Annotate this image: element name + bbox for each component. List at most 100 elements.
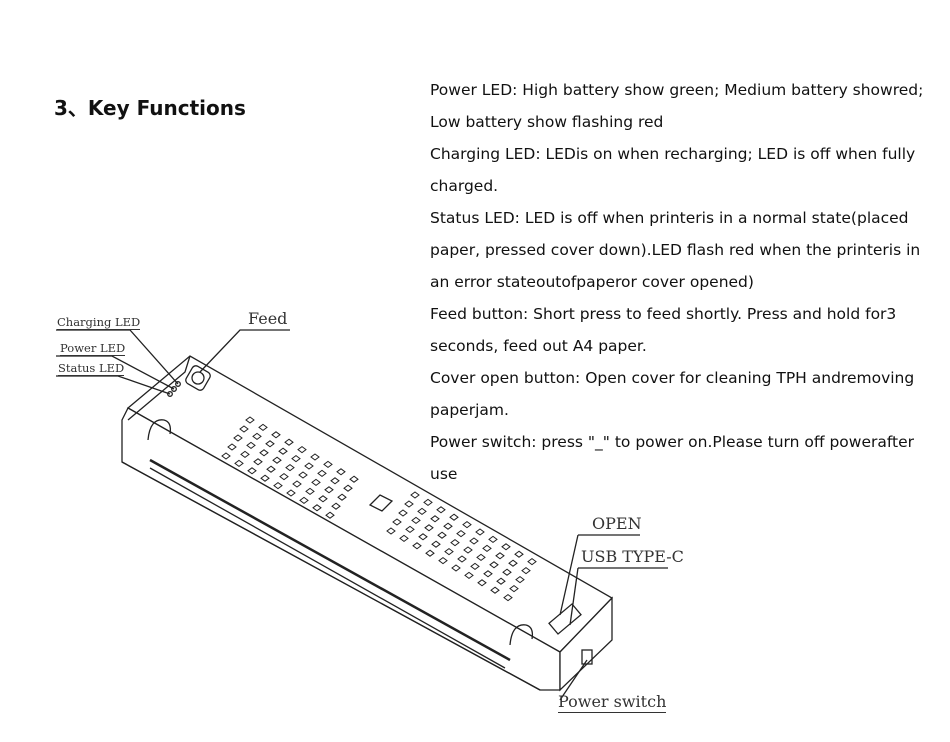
pattern-dot [343, 484, 353, 492]
pattern-dot [521, 566, 531, 575]
pattern-dot [451, 564, 461, 572]
pattern-dot [423, 498, 433, 507]
desc-cover-open: Cover open button: Open cover for cleani… [430, 369, 915, 419]
pattern-dot [227, 443, 237, 451]
pattern-dot [331, 502, 341, 510]
pattern-dot [234, 459, 244, 468]
pattern-dot [285, 463, 295, 472]
pattern-dot [297, 445, 307, 454]
pattern-dot [418, 533, 428, 541]
pattern-dot [410, 491, 420, 499]
pattern-dot [514, 550, 524, 558]
pattern-dot [246, 441, 256, 450]
pattern-dot [443, 522, 453, 530]
pattern-dot [495, 552, 505, 560]
pattern-dot [291, 454, 301, 463]
pattern-dot [488, 535, 498, 544]
pattern-dot [405, 525, 415, 534]
pattern-dot [469, 537, 479, 545]
pattern-dot [323, 460, 333, 469]
function-descriptions: Power LED: High battery show green; Medi… [430, 74, 930, 490]
pattern-dot [266, 465, 276, 473]
pattern-dot [436, 506, 446, 514]
pattern-dot [438, 556, 448, 565]
pattern-dot [490, 586, 500, 594]
label-power-led: Power LED [60, 341, 126, 356]
pattern-dot [489, 561, 499, 569]
pattern-dot [398, 509, 408, 517]
desc-status-led: Status LED: LED is off when printeris in… [430, 209, 921, 291]
label-charging-led: Charging LED [57, 315, 141, 330]
pattern-dot [475, 528, 485, 536]
pattern-dot [392, 518, 402, 526]
pattern-dot [470, 562, 480, 571]
pattern-dot [245, 416, 255, 424]
pattern-dot [265, 440, 275, 448]
pattern-dot [462, 520, 472, 529]
pattern-dot [503, 593, 513, 602]
pattern-dot [449, 513, 459, 521]
pattern-dot [239, 425, 249, 433]
section-heading: 3、Key Functions [54, 96, 246, 120]
pattern-dot [337, 493, 347, 501]
pattern-dot [509, 584, 519, 593]
pattern-dot [233, 434, 243, 442]
pattern-dot [430, 515, 440, 523]
pattern-dot [292, 480, 302, 488]
pattern-dot [527, 557, 537, 566]
pattern-dot [482, 544, 492, 553]
status-led [167, 391, 173, 397]
pattern-dot [273, 481, 283, 490]
pattern-dot [221, 452, 231, 460]
left-handle [147, 419, 172, 441]
pattern-dot [310, 453, 320, 461]
pattern-dot [349, 475, 359, 483]
pattern-dot [286, 489, 296, 497]
pattern-dot [330, 477, 340, 485]
pattern-dot [464, 571, 474, 580]
pattern-dot [477, 579, 487, 587]
pattern-dot [476, 553, 486, 562]
pattern-dot [404, 500, 414, 508]
pattern-dot [272, 456, 282, 464]
label-open: OPEN [592, 514, 642, 533]
pattern-dot [515, 575, 525, 584]
pattern-dot [312, 504, 322, 512]
pattern-dot [258, 423, 268, 432]
pattern-dot [317, 469, 327, 478]
pattern-dot [417, 507, 427, 516]
pattern-dot [324, 486, 334, 494]
charging-led [175, 381, 181, 387]
label-power-switch: Power switch [558, 692, 667, 713]
desc-charging-led: Charging LED: LEDis on when recharging; … [430, 145, 916, 195]
pattern-dot [305, 487, 315, 496]
pattern-dot [284, 438, 294, 446]
desc-power-switch: Power switch: press "_" to power on.Plea… [430, 433, 915, 483]
pattern-dot [259, 449, 269, 457]
pattern-dot [483, 570, 493, 578]
pattern-dot [399, 534, 409, 543]
desc-feed-button: Feed button: Short press to feed shortly… [430, 305, 897, 355]
power-switch [581, 649, 593, 665]
pattern-dot [412, 542, 422, 550]
cover-open-icon [368, 494, 394, 512]
label-usb-type-c: USB TYPE-C [581, 547, 684, 566]
pattern-dot [502, 568, 512, 576]
pattern-dot [325, 511, 335, 519]
pattern-dot [463, 546, 473, 554]
pattern-dot [437, 531, 447, 539]
pattern-dot [304, 462, 314, 470]
pattern-dot [253, 458, 263, 466]
pattern-dot [278, 447, 288, 455]
pattern-dot [411, 516, 421, 525]
label-feed: Feed [248, 309, 288, 328]
pattern-dot [508, 559, 518, 567]
pattern-dot [496, 577, 506, 585]
pattern-dot [298, 471, 308, 479]
pattern-dot [279, 472, 289, 481]
dot-pattern [221, 416, 537, 602]
pattern-dot [247, 467, 257, 475]
pattern-dot [271, 431, 281, 439]
